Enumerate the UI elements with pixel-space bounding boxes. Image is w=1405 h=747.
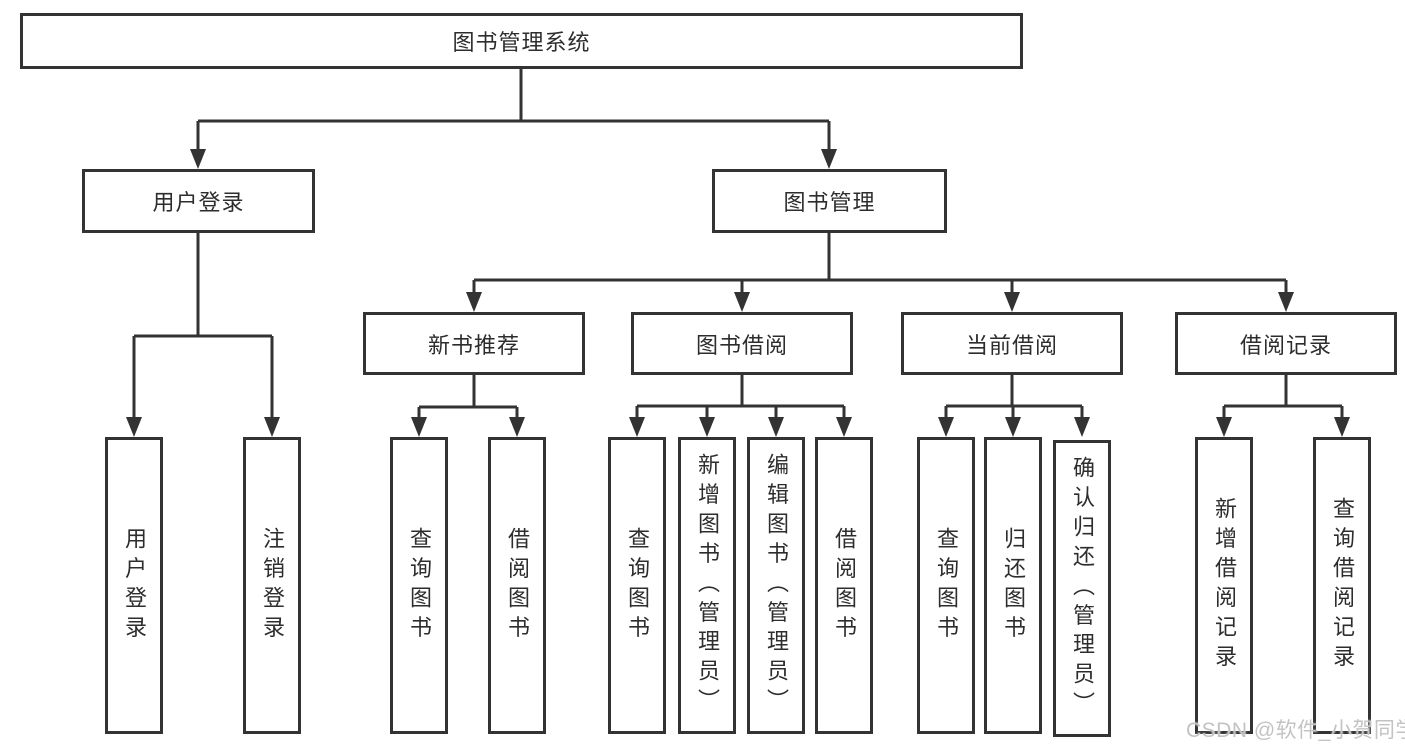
leaf-cb-return-books: 归还图书 (984, 437, 1042, 734)
leaf-logout: 注销登录 (243, 437, 301, 734)
leaf-nbr-borrow-books: 借阅图书 (488, 437, 546, 734)
node-user-login: 用户登录 (82, 169, 315, 233)
node-book-mgmt: 图书管理 (712, 169, 947, 233)
leaf-user-login: 用户登录 (105, 437, 163, 734)
leaf-cb-confirm-return-admin: 确认归还（管理员） (1053, 440, 1111, 737)
leaf-bb-query-books: 查询图书 (608, 437, 666, 734)
node-current-borrow: 当前借阅 (901, 312, 1123, 375)
leaf-bb-add-books-admin: 新增图书（管理员） (678, 437, 736, 734)
watermark: CSDN @软件_小贺同学 (1186, 719, 1405, 742)
node-new-book-rec: 新书推荐 (363, 312, 585, 375)
node-book-borrow: 图书借阅 (631, 312, 853, 375)
leaf-bb-borrow-books: 借阅图书 (815, 437, 873, 734)
leaf-br-query-record: 查询借阅记录 (1313, 437, 1371, 734)
leaf-nbr-query-books: 查询图书 (390, 437, 448, 734)
node-borrow-record: 借阅记录 (1175, 312, 1397, 375)
leaf-br-add-record: 新增借阅记录 (1195, 437, 1253, 734)
node-root: 图书管理系统 (20, 13, 1023, 69)
leaf-bb-edit-books-admin: 编辑图书（管理员） (747, 437, 805, 734)
leaf-cb-query-books: 查询图书 (917, 437, 975, 734)
